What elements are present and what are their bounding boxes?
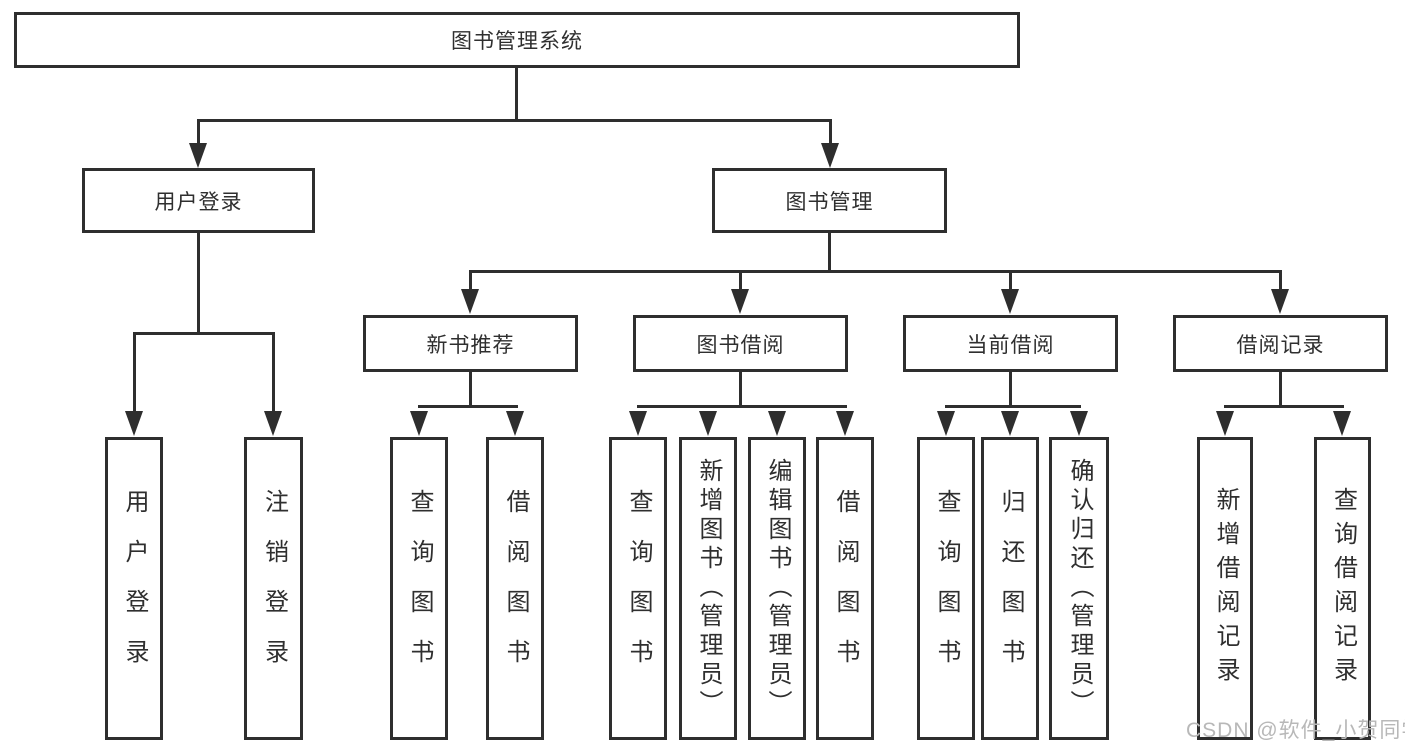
leaf-logout: 注销登录	[244, 437, 303, 740]
arrowhead-bookborrow-add	[699, 411, 717, 436]
arrowhead-currentborrow-confirm	[1070, 411, 1088, 436]
connector-currentborrow-horizontal	[945, 405, 1081, 408]
connector-root-horizontal	[197, 119, 832, 122]
leaf-label: 借阅图书	[832, 488, 859, 689]
node-current-borrow: 当前借阅	[903, 315, 1118, 372]
connector-bookborrow-stem	[739, 372, 742, 408]
leaf-label: 新增借阅记录	[1212, 486, 1239, 691]
arrowhead-book-borrow	[731, 289, 749, 314]
leaf-label: 编辑图书（管理员）	[764, 458, 791, 719]
connector-bookmgmt-branch-3	[1009, 270, 1012, 292]
node-user-login: 用户登录	[82, 168, 315, 233]
arrowhead-currentborrow-return	[1001, 411, 1019, 436]
leaf-label: 新增图书（管理员）	[695, 458, 722, 719]
arrowhead-leaf-logout	[264, 411, 282, 436]
node-book-management: 图书管理	[712, 168, 947, 233]
leaf-records-add: 新增借阅记录	[1197, 437, 1253, 740]
node-book-borrow: 图书借阅	[633, 315, 848, 372]
connector-userlogin-branch-2	[272, 332, 275, 412]
leaf-current-confirm-admin: 确认归还（管理员）	[1049, 437, 1109, 740]
connector-userlogin-stem	[197, 233, 200, 335]
connector-userlogin-branch-1	[133, 332, 136, 412]
leaf-label: 用户登录	[121, 488, 148, 689]
node-new-book-recommend: 新书推荐	[363, 315, 578, 372]
leaf-label: 查询借阅记录	[1329, 486, 1357, 691]
arrowhead-bookborrow-edit	[768, 411, 786, 436]
leaf-borrow-book: 借阅图书	[816, 437, 874, 740]
connector-bookmgmt-branch-2	[739, 270, 742, 292]
connector-root-branch-right	[829, 119, 832, 145]
arrowhead-records-query	[1333, 411, 1351, 436]
leaf-label: 查询图书	[406, 488, 433, 689]
arrowhead-bookborrow-query	[629, 411, 647, 436]
arrowhead-new-book-recommend	[461, 289, 479, 314]
leaf-label: 查询图书	[933, 488, 960, 689]
leaf-current-return: 归还图书	[981, 437, 1039, 740]
leaf-label: 归还图书	[997, 488, 1024, 689]
arrowhead-borrow-records	[1271, 289, 1289, 314]
node-library-system: 图书管理系统	[14, 12, 1020, 68]
connector-bookmgmt-horizontal	[469, 270, 1282, 273]
leaf-newbooks-borrow: 借阅图书	[486, 437, 544, 740]
leaf-label: 确认归还（管理员）	[1066, 458, 1093, 719]
arrowhead-newbooks-borrow	[506, 411, 524, 436]
connector-records-stem	[1279, 372, 1282, 408]
leaf-borrow-edit-admin: 编辑图书（管理员）	[748, 437, 806, 740]
connector-root-stem	[515, 68, 518, 121]
connector-bookborrow-horizontal	[637, 405, 847, 408]
leaf-label: 借阅图书	[502, 488, 529, 689]
leaf-borrow-add-admin: 新增图书（管理员）	[679, 437, 737, 740]
leaf-current-query: 查询图书	[917, 437, 975, 740]
arrowhead-book-management	[821, 143, 839, 168]
connector-newbooks-stem	[469, 372, 472, 408]
arrowhead-bookborrow-borrow	[836, 411, 854, 436]
arrowhead-current-borrow	[1001, 289, 1019, 314]
leaf-label: 注销登录	[260, 488, 288, 689]
connector-root-branch-left	[197, 119, 200, 145]
connector-newbooks-horizontal	[418, 405, 518, 408]
arrowhead-currentborrow-query	[937, 411, 955, 436]
leaf-newbooks-query: 查询图书	[390, 437, 448, 740]
leaf-label: 查询图书	[625, 488, 652, 689]
leaf-records-query: 查询借阅记录	[1314, 437, 1371, 740]
connector-bookmgmt-branch-4	[1279, 270, 1282, 292]
connector-currentborrow-stem	[1009, 372, 1012, 408]
arrowhead-user-login	[189, 143, 207, 168]
connector-userlogin-horizontal	[133, 332, 275, 335]
csdn-watermark: CSDN @软件_小贺同学	[1186, 719, 1405, 742]
leaf-borrow-query: 查询图书	[609, 437, 667, 740]
arrowhead-newbooks-query	[410, 411, 428, 436]
connector-bookmgmt-branch-1	[469, 270, 472, 292]
node-borrow-records: 借阅记录	[1173, 315, 1388, 372]
arrowhead-records-add	[1216, 411, 1234, 436]
leaf-user-login: 用户登录	[105, 437, 163, 740]
arrowhead-leaf-user-login	[125, 411, 143, 436]
connector-bookmgmt-stem	[828, 233, 831, 273]
connector-records-horizontal	[1224, 405, 1344, 408]
